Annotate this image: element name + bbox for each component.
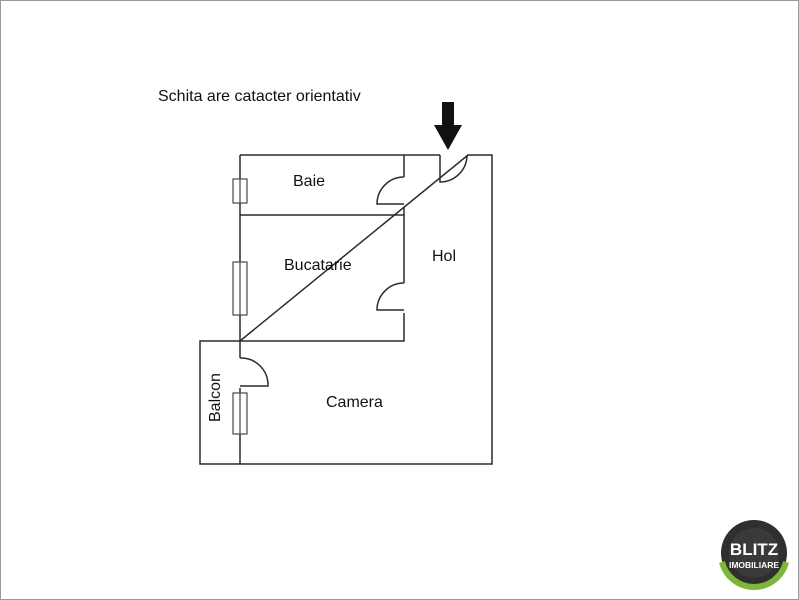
hol-inner-wall <box>240 155 405 342</box>
logo-inner <box>729 528 779 578</box>
window-baie <box>232 178 248 204</box>
blitz-logo: BLITZ IMOBILIARE <box>719 520 789 590</box>
logo-sub-text: IMOBILIARE <box>729 560 779 570</box>
balcon-door <box>239 357 269 387</box>
logo-brand-text: BLITZ <box>730 540 778 559</box>
room-label-hol: Hol <box>432 248 456 265</box>
windows <box>232 178 248 435</box>
logo-ring-accent <box>719 561 789 590</box>
room-label-baie: Baie <box>293 173 325 190</box>
room-label-camera: Camera <box>326 394 383 411</box>
room-label-balcon: Balcon <box>207 373 224 422</box>
doors <box>239 154 468 387</box>
down-arrow-icon <box>434 102 462 150</box>
room-label-bucatarie: Bucatarie <box>284 257 352 274</box>
entry-door <box>439 154 468 183</box>
window-bucatarie <box>232 261 248 316</box>
baie-door <box>376 176 405 205</box>
window-camera <box>232 392 248 435</box>
bucatarie-door <box>376 282 405 311</box>
orientation-note: Schita are catacter orientativ <box>158 88 361 105</box>
